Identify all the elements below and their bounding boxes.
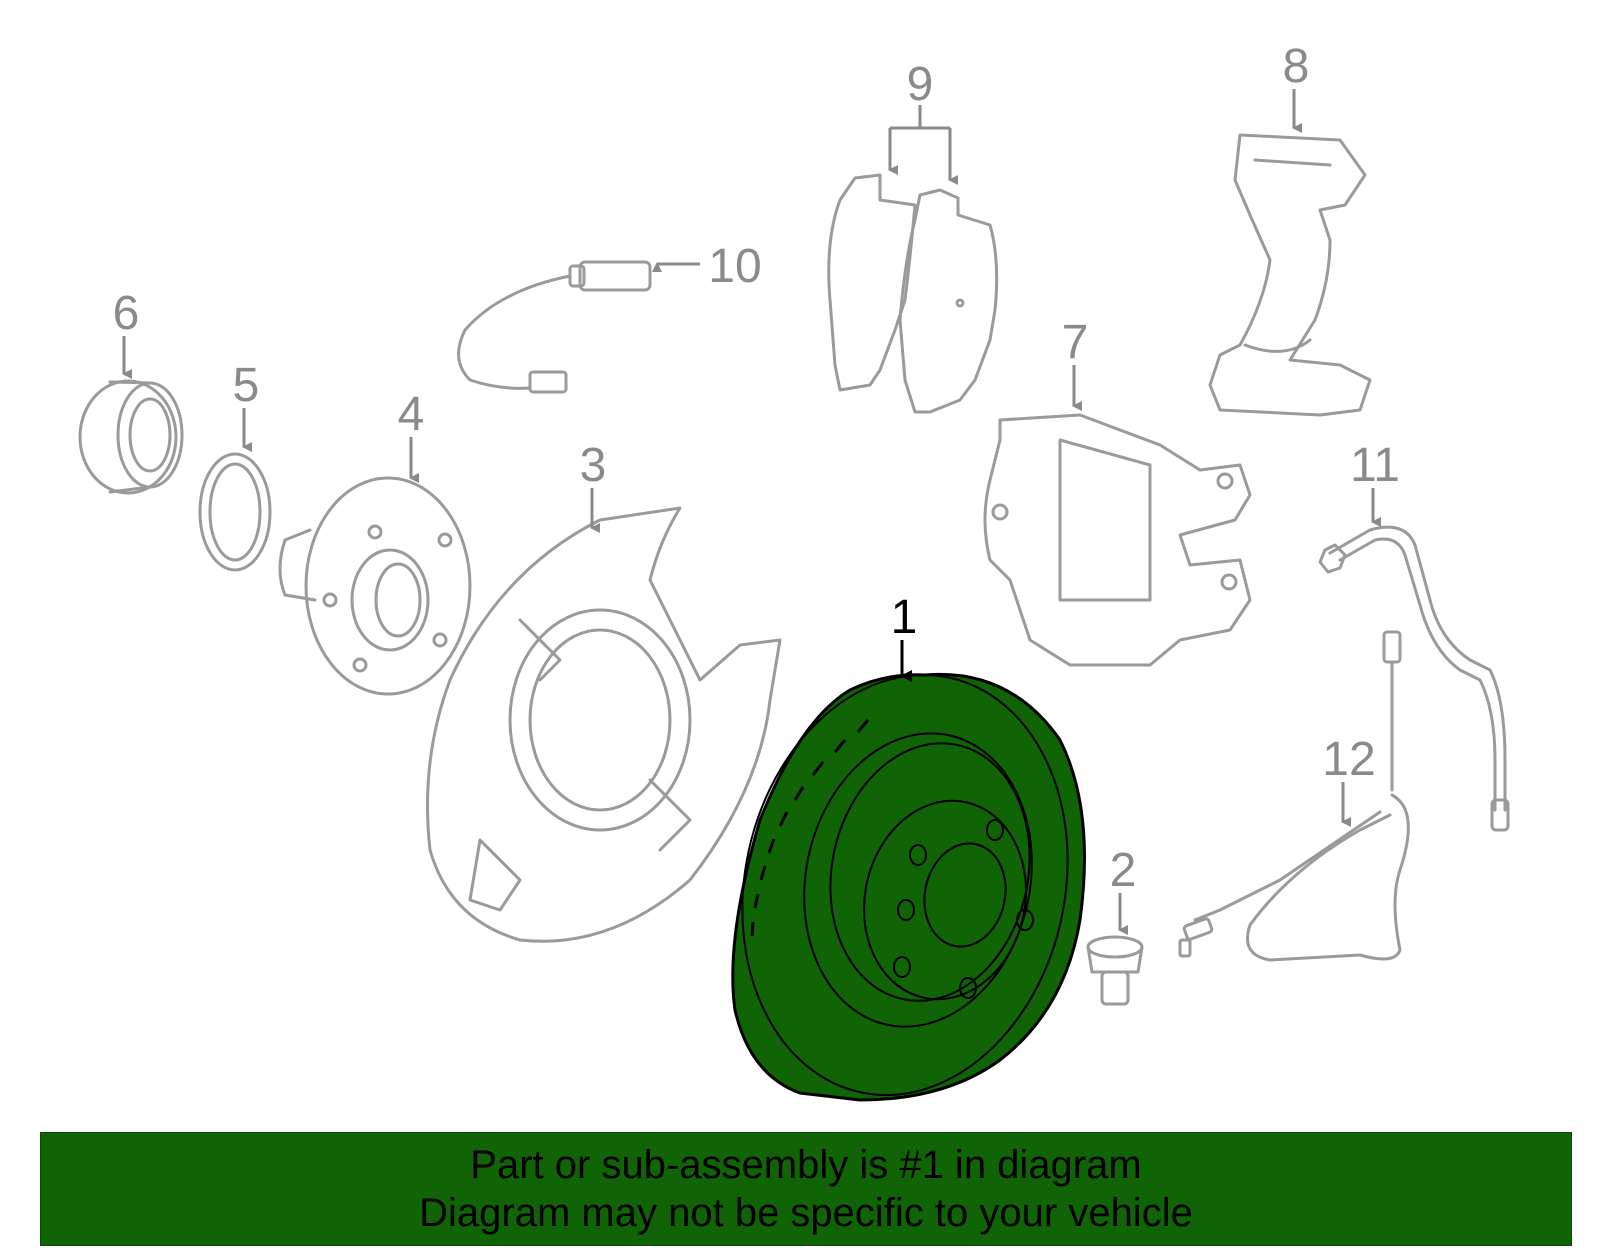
part-11-brake-hose xyxy=(1318,525,1510,832)
callout-10: 10 xyxy=(708,240,761,293)
part-6-bearing xyxy=(78,379,184,495)
callout-4: 4 xyxy=(398,388,425,441)
callout-7: 7 xyxy=(1062,316,1089,369)
part-3-dust-shield xyxy=(426,506,782,943)
callout-1: 1 xyxy=(891,591,918,644)
callout-8: 8 xyxy=(1283,40,1310,93)
callout-12: 12 xyxy=(1322,733,1375,786)
part-12-abs-sensor xyxy=(1178,630,1410,962)
callout-11: 11 xyxy=(1350,439,1400,492)
part-7-caliper xyxy=(983,413,1252,667)
part-8-caliper-bracket xyxy=(1208,133,1372,417)
callout-9: 9 xyxy=(907,58,934,111)
part-9-brake-pads xyxy=(827,173,999,414)
info-banner: Part or sub-assembly is #1 in diagram Di… xyxy=(40,1132,1572,1246)
callout-3: 3 xyxy=(580,439,607,492)
part-2-plug xyxy=(1086,935,1144,1006)
callout-6: 6 xyxy=(113,287,140,340)
banner-line-1: Part or sub-assembly is #1 in diagram xyxy=(470,1143,1142,1187)
part-4-hub xyxy=(278,476,472,696)
callout-2: 2 xyxy=(1110,844,1137,897)
banner-line-2: Diagram may not be specific to your vehi… xyxy=(419,1191,1193,1235)
part-1-brake-rotor xyxy=(731,672,1086,1102)
leader-9-bracket xyxy=(888,105,952,178)
part-5-snap-ring xyxy=(198,452,272,572)
callout-5: 5 xyxy=(233,359,260,412)
part-10-wear-sensor xyxy=(457,260,652,394)
